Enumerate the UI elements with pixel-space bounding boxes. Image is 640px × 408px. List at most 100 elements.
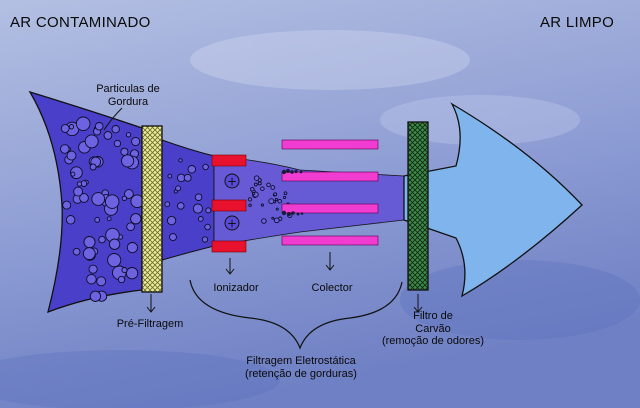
grease-particles [60,116,293,302]
grease-particle-icon [194,193,203,201]
grease-particle-icon [175,185,182,192]
electrostatic-filter-label-line1: Filtragem Eletrostática [246,355,356,367]
grease-particle-icon [261,218,267,224]
grease-particle-icon [250,187,255,192]
grease-particle-icon [89,290,102,302]
carbon-filter-label-line3: (remoção de odores) [381,335,485,348]
grease-particle-icon [94,122,104,131]
grease-particle-icon [197,216,204,222]
grease-particle-icon [187,165,197,174]
grease-particle-icon [121,154,135,168]
electrostatic-filter-label-line2: (retenção de gorduras) [245,367,357,380]
grease-particle-icon [96,276,107,287]
grease-particle-icon [274,198,278,202]
grease-particle-icon [183,173,192,182]
grease-particle-icon [283,191,288,196]
carbon-filter-label-line2: Carvão [415,322,451,335]
grease-particle-icon [107,253,122,268]
collector-plate-1 [281,139,379,150]
ion-charge-symbol-top: + [227,175,237,189]
grease-particle-icon [247,197,253,202]
grease-particle-icon [106,216,112,222]
grease-particle-icon [120,147,129,156]
grease-particle-icon [83,236,96,249]
carbon-filter-label-line1: Filtro de [413,310,453,322]
collector-plate-4 [281,235,379,246]
grease-particle-icon [275,207,279,211]
clean-air-title: AR LIMPO [540,14,615,31]
grease-particle-icon [167,173,173,179]
grease-particle-icon [178,158,183,163]
grease-particle-icon [283,195,287,199]
ionizer-label: Ionizador [213,282,259,294]
grease-particle-icon [204,223,211,231]
ion-charge-bottom [224,215,240,231]
grease-particle-icon [66,150,77,161]
grease-particle-icon [273,192,278,197]
grease-particle-icon [166,215,177,226]
carbon-filter-label: Filtro de Carvão (remoção de odores) [372,310,494,348]
collector-plate-2 [281,171,379,182]
grease-particle-icon [253,175,260,181]
grease-particle-icon [62,200,72,210]
grease-particle-icon [124,189,134,199]
grease-particle-icon [121,267,128,274]
grease-particle-icon [98,235,106,244]
grease-particle-icon [70,171,76,177]
grease-particle-icon [65,215,76,225]
grease-particle-icon [273,217,280,224]
background-clouds [0,30,640,408]
grease-particle-icon [79,193,89,203]
grease-particle-icon [126,222,135,232]
down-arrow-icon [325,252,335,271]
grease-particle-icon [86,273,97,285]
brace-icon [189,279,403,350]
ionizer-plate-bottom [211,240,247,253]
grease-particle-icon [72,247,81,256]
grease-particle-icon [76,181,83,187]
grease-particle-icon [111,125,120,134]
grease-particle-icon [82,247,96,260]
grease-particle-icon [89,163,97,171]
grease-particles-label-line1: Particulas de [96,83,160,95]
down-arrow-icon [413,294,423,313]
grease-particle-icon [131,136,141,147]
grease-particle-icon [164,201,171,208]
grease-particles-label: Particulas de Gordura [80,83,176,108]
grease-particle-icon [104,194,120,209]
pre-filter-label: Pré-Filtragem [116,318,184,330]
grease-particle-icon [75,116,91,132]
grease-particle-icon [268,198,275,205]
grease-particle-icon [73,186,84,197]
collector-label: Colector [311,282,353,294]
grease-particle-icon [94,216,101,223]
grease-particle-icon [91,192,106,206]
grease-particle-icon [260,186,265,191]
grease-particle-icon [192,203,203,214]
grease-particle-icon [205,207,212,214]
grease-particle-icon [257,181,262,186]
collected-grease [281,169,304,216]
collector-plate-3 [281,203,379,214]
pre-filter [141,125,163,293]
ionizer-plate-middle [211,199,247,212]
grease-particle-icon [248,203,252,207]
electrostatic-filter-label: Filtragem Eletrostática (retenção de gor… [218,355,384,380]
grease-particle-icon [169,233,177,242]
grease-particle-icon [126,242,138,254]
grease-particle-icon [271,216,275,220]
grease-particle-icon [253,182,258,187]
clean-air-arrow [403,102,583,298]
carbon-filter [407,121,429,291]
grease-particle-icon [266,182,271,188]
grease-particle-icon [125,132,132,138]
contaminated-air-title: AR CONTAMINADO [10,14,151,31]
grease-particle-icon [103,131,113,140]
ion-charge-symbol-bottom: + [227,217,237,231]
grease-particles-label-line2: Gordura [107,95,149,108]
down-arrow-icon [225,258,235,275]
grease-particle-icon [117,275,126,284]
grease-particle-icon [84,134,99,149]
grease-particle-icon [121,195,128,202]
